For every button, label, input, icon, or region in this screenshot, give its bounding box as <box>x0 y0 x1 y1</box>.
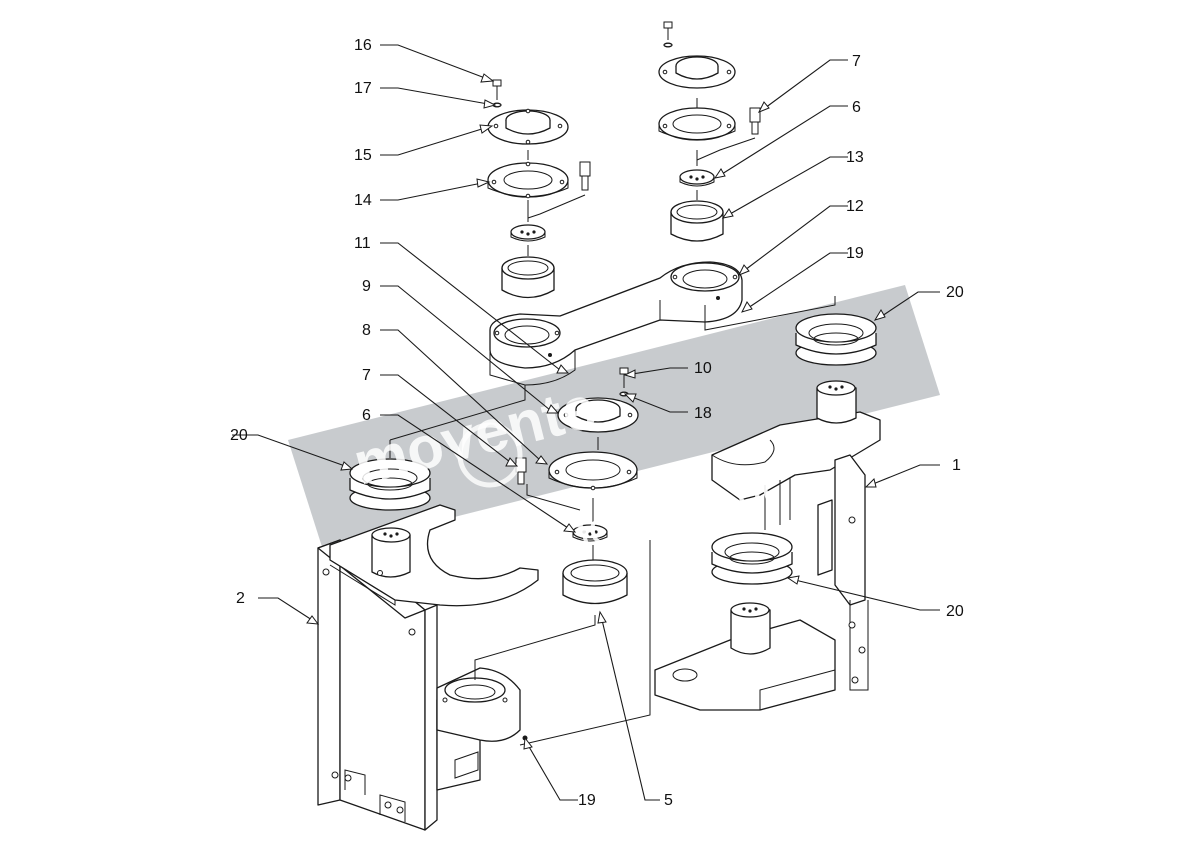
callout-6-right: 6 <box>852 99 861 116</box>
callout-19-bottom: 19 <box>578 792 596 809</box>
leader-lines <box>232 44 940 801</box>
callout-20-left: 20 <box>230 427 248 444</box>
callout-5: 5 <box>664 792 673 809</box>
callout-6-left: 6 <box>362 407 371 424</box>
center-stack <box>474 367 651 746</box>
right-upper-stack <box>658 21 761 242</box>
part-left-bracket <box>329 504 539 607</box>
callout-20-top-right: 20 <box>946 284 964 301</box>
callout-10: 10 <box>694 360 712 377</box>
part-1-right-bracket <box>654 380 881 711</box>
part-12-link-arm <box>489 261 743 386</box>
callout-8: 8 <box>362 322 371 339</box>
callout-7-left: 7 <box>362 367 371 384</box>
callout-15: 15 <box>354 147 372 164</box>
callout-labels: 16 17 15 14 11 9 8 7 6 20 2 19 5 10 18 7… <box>230 37 964 809</box>
callout-2: 2 <box>236 590 245 607</box>
bushings-20 <box>349 296 877 585</box>
callout-16: 16 <box>354 37 372 54</box>
callout-12: 12 <box>846 198 864 215</box>
callout-13: 13 <box>846 149 864 166</box>
callout-17: 17 <box>354 80 372 97</box>
callout-14: 14 <box>354 192 372 209</box>
callout-7-right: 7 <box>852 53 861 70</box>
callout-9: 9 <box>362 278 371 295</box>
callout-11: 11 <box>354 235 371 252</box>
callout-1: 1 <box>952 457 961 474</box>
callout-19-right: 19 <box>846 245 864 262</box>
callout-20-lower-right: 20 <box>946 603 964 620</box>
callout-18: 18 <box>694 405 712 422</box>
part-lower-arm <box>436 667 528 742</box>
left-upper-stack <box>487 79 591 299</box>
